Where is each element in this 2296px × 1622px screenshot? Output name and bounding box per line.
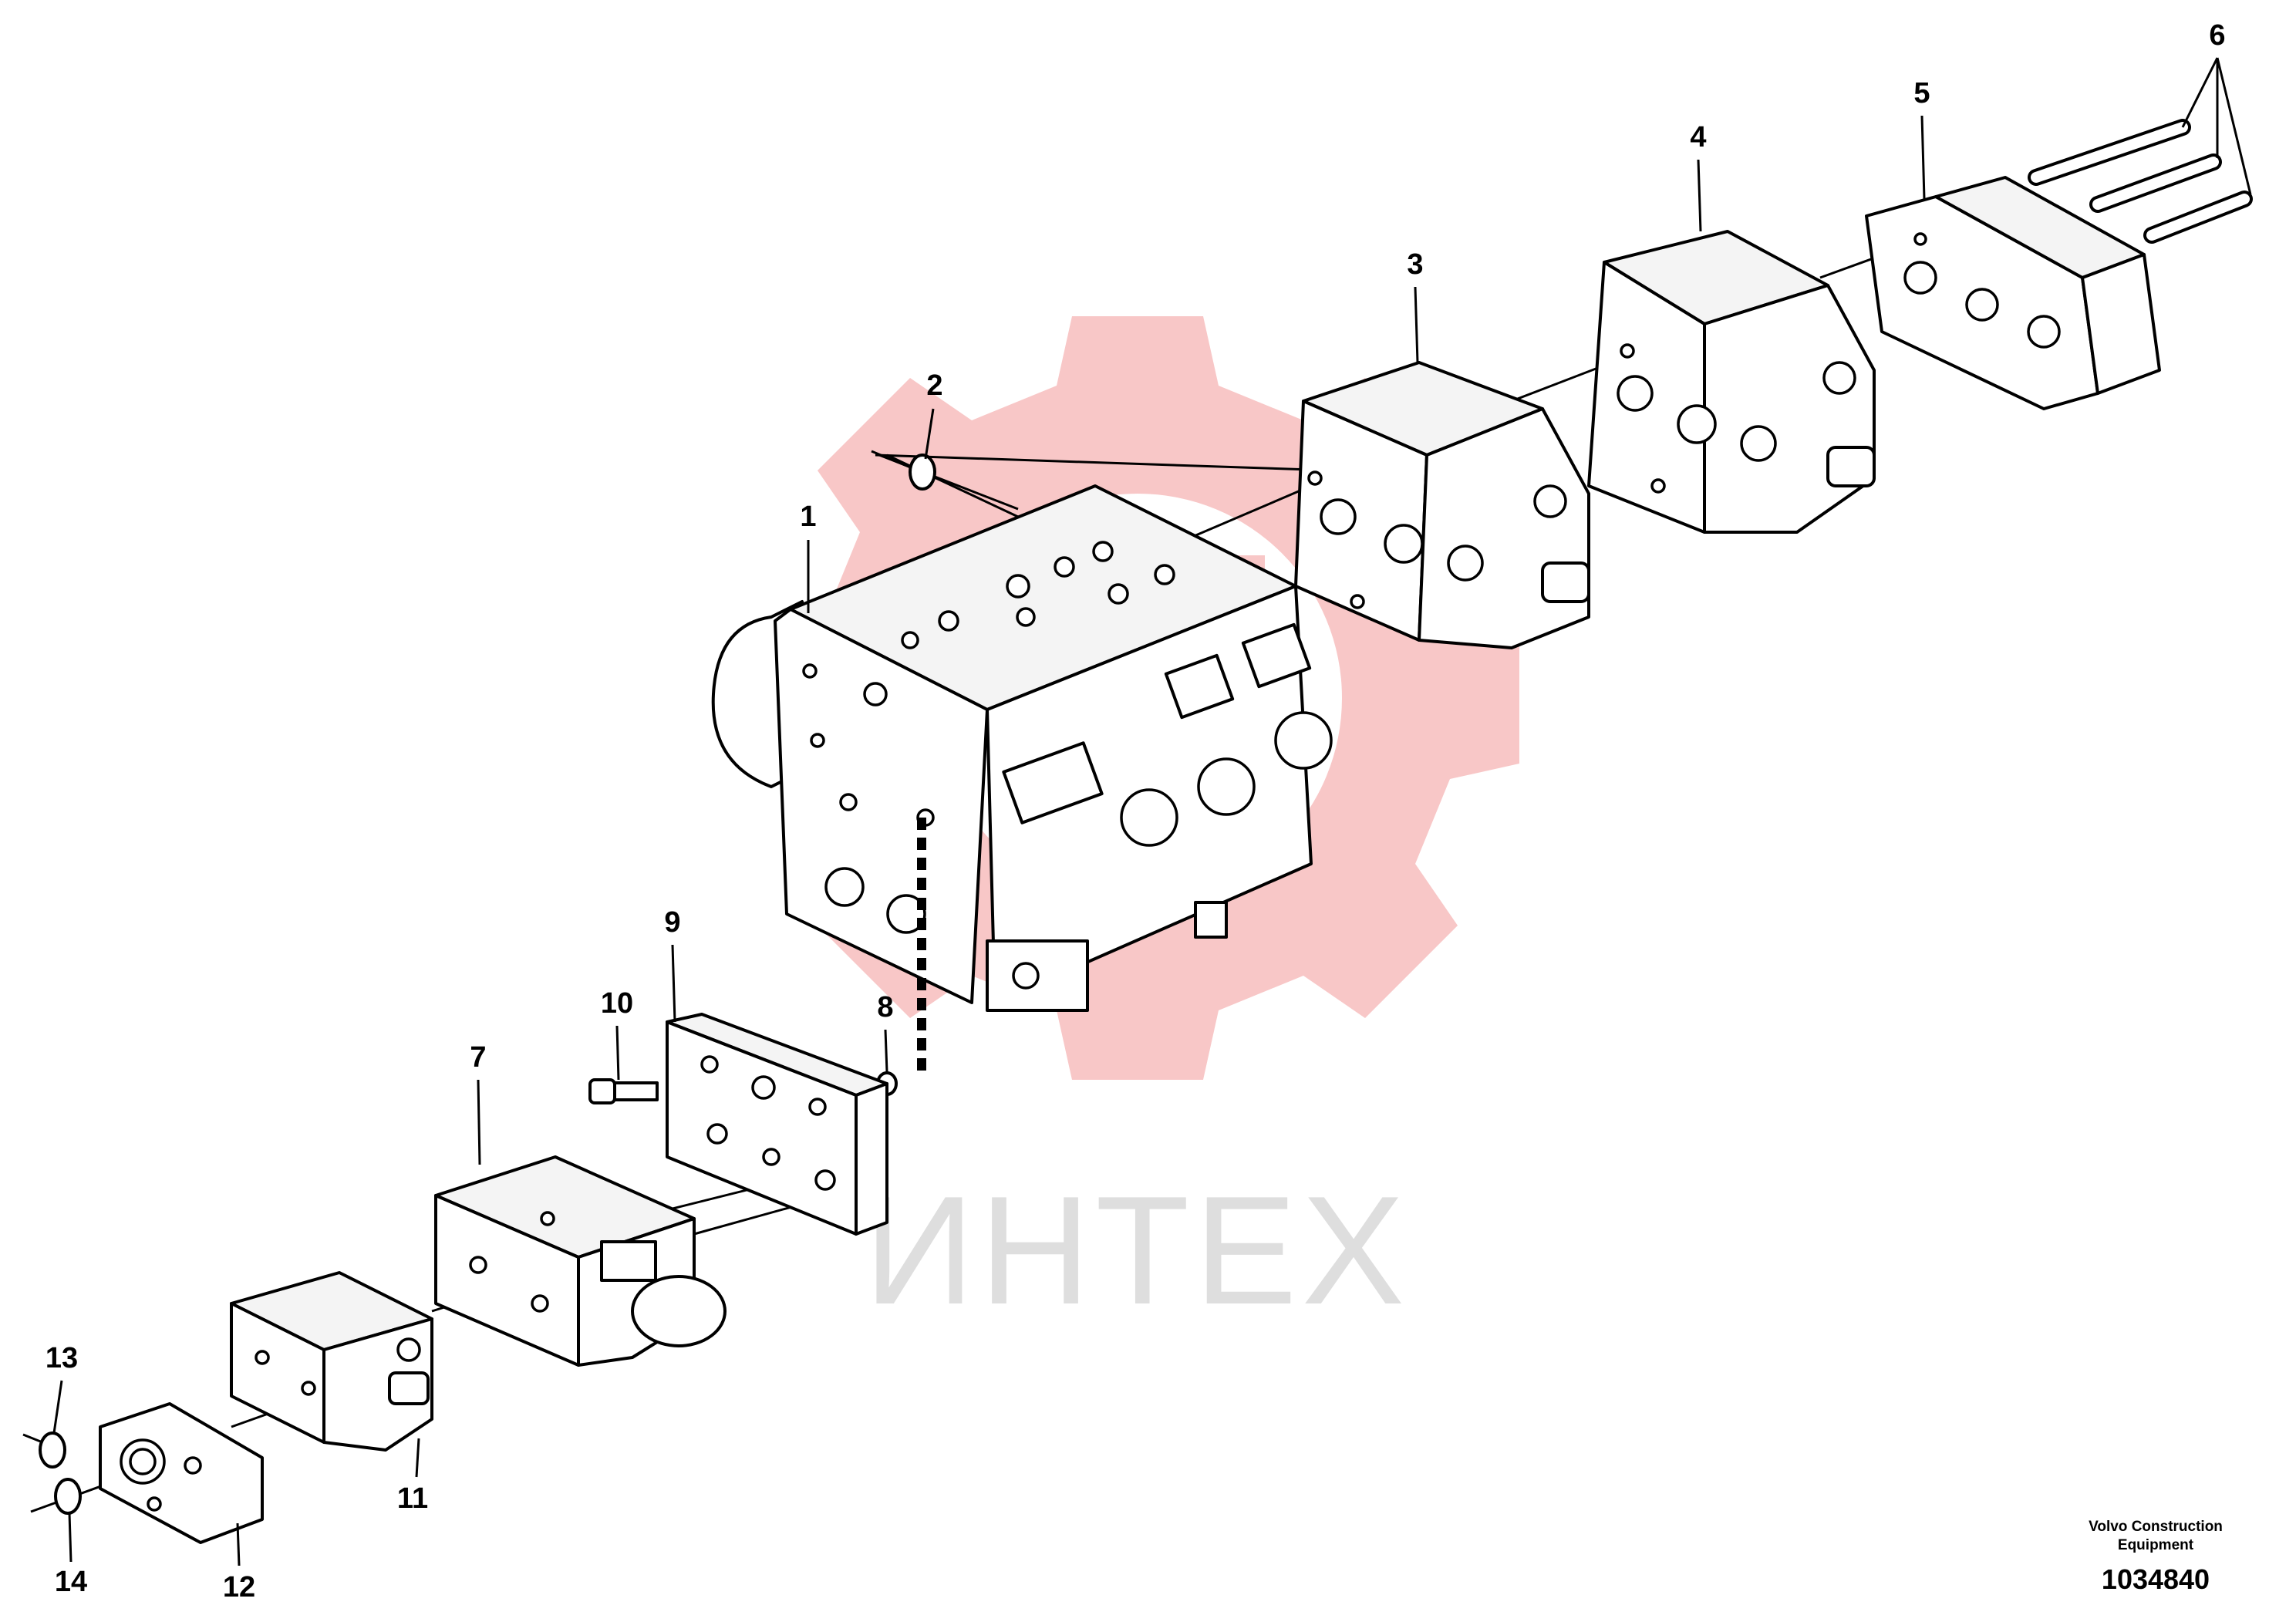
callout-11: 11 [397, 1482, 428, 1515]
main-control-valve-block [711, 484, 1333, 1012]
callout-7: 7 [470, 1041, 486, 1074]
callout-4: 4 [1690, 121, 1706, 153]
end-plate-part-5 [1865, 176, 2161, 410]
callout-5: 5 [1913, 77, 1930, 110]
callout-6: 6 [2209, 19, 2225, 52]
valve-section-part-3 [1294, 361, 1590, 649]
callout-8: 8 [877, 991, 893, 1023]
plate-part-9 [666, 1013, 888, 1236]
document-number: 1034840 [2102, 1563, 2210, 1595]
callout-3: 3 [1407, 248, 1423, 281]
callout-9: 9 [664, 906, 680, 939]
callout-1: 1 [800, 501, 816, 533]
callout-13: 13 [46, 1342, 78, 1374]
callout-14: 14 [55, 1566, 87, 1598]
o-ring-part-13 [39, 1431, 66, 1469]
callout-12: 12 [223, 1571, 255, 1603]
valve-section-part-7 [434, 1155, 727, 1367]
callout-2: 2 [926, 369, 942, 402]
screw-part-10 [588, 1078, 659, 1104]
callout-leaders [52, 57, 2252, 1566]
bolts-part-6 [2028, 119, 2253, 244]
valve-section-part-4 [1587, 230, 1876, 534]
callout-10: 10 [601, 987, 633, 1020]
valve-section-part-11 [230, 1271, 433, 1452]
o-ring-part-2 [909, 454, 936, 491]
company-name-line1: Volvo Construction [2089, 1519, 2223, 1535]
watermark-text: ИНТЕХ [864, 1165, 1409, 1337]
o-ring-part-14 [54, 1478, 82, 1515]
end-cover-part-12 [99, 1402, 264, 1544]
company-name-line2: Equipment [2118, 1537, 2194, 1553]
